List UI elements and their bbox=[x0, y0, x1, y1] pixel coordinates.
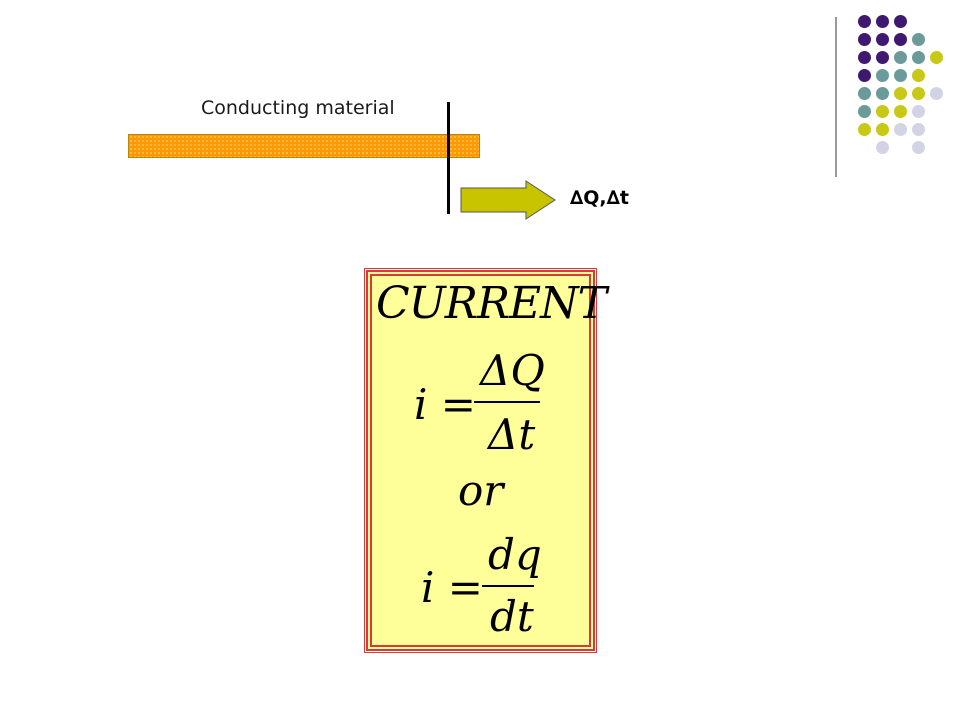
conducting-material-label: Conducting material bbox=[201, 97, 395, 119]
decor-dot bbox=[912, 33, 925, 46]
decor-dot bbox=[894, 123, 907, 136]
decor-dot bbox=[876, 123, 889, 136]
conductor-bar bbox=[128, 134, 480, 158]
decor-dot bbox=[858, 123, 871, 136]
decor-dot bbox=[912, 87, 925, 100]
decor-dot bbox=[858, 87, 871, 100]
decor-dot bbox=[894, 87, 907, 100]
eq1-lhs: i = bbox=[414, 380, 476, 429]
or-text: or bbox=[458, 466, 504, 515]
decor-dot bbox=[930, 87, 943, 100]
delta-q-delta-t-label: ∆Q,∆t bbox=[570, 187, 629, 209]
eq1-fraction-bar bbox=[474, 401, 540, 403]
decor-dot bbox=[912, 105, 925, 118]
eq2-lhs: i = bbox=[421, 563, 483, 612]
decor-dot bbox=[894, 105, 907, 118]
decor-dot bbox=[876, 69, 889, 82]
decor-dot bbox=[930, 51, 943, 64]
decor-dot bbox=[858, 33, 871, 46]
decor-dot bbox=[876, 141, 889, 154]
decor-dot bbox=[894, 15, 907, 28]
decor-dot bbox=[876, 87, 889, 100]
decor-dot bbox=[876, 51, 889, 64]
decor-dot bbox=[894, 33, 907, 46]
current-formula-box bbox=[364, 268, 597, 653]
current-title: CURRENT bbox=[376, 278, 607, 329]
eq1-numerator: ΔQ bbox=[480, 346, 545, 395]
divider-rule bbox=[835, 17, 837, 177]
decor-dot bbox=[912, 123, 925, 136]
decor-dot bbox=[912, 141, 925, 154]
decor-dot bbox=[858, 51, 871, 64]
eq1-denominator: Δt bbox=[488, 410, 536, 459]
decor-dot bbox=[858, 69, 871, 82]
cross-section-line bbox=[447, 102, 450, 214]
eq2-denominator: dt bbox=[490, 592, 534, 641]
charge-flow-arrow bbox=[460, 180, 556, 220]
decor-dot bbox=[876, 15, 889, 28]
decor-dot bbox=[912, 69, 925, 82]
eq2-numerator: dq bbox=[488, 530, 542, 579]
decor-dot bbox=[876, 33, 889, 46]
decor-dot bbox=[912, 51, 925, 64]
decor-dot bbox=[894, 51, 907, 64]
decor-dot bbox=[876, 105, 889, 118]
decor-dot bbox=[894, 69, 907, 82]
decor-dot bbox=[858, 15, 871, 28]
decor-dot bbox=[858, 105, 871, 118]
eq2-fraction-bar bbox=[482, 585, 534, 587]
